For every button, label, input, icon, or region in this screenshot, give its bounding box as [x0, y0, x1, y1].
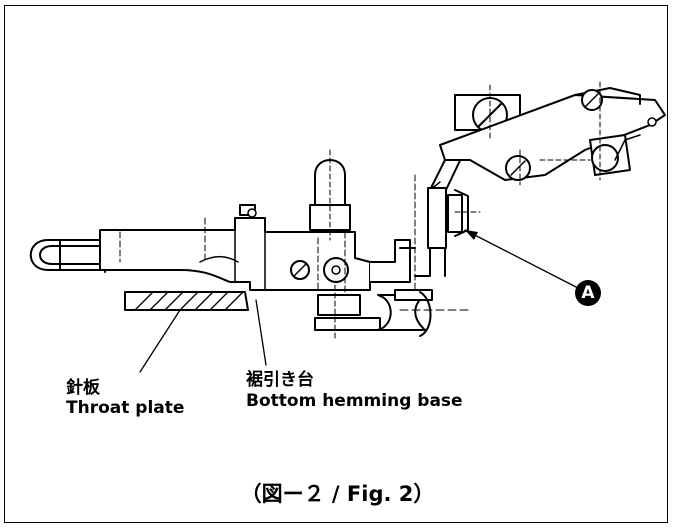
- hemming-base-label-jp: 裾引き台: [246, 370, 314, 390]
- roller-part: [314, 284, 471, 341]
- leader-lines: [139, 229, 579, 373]
- throat-plate-label-en: Throat plate: [66, 398, 185, 418]
- figure-caption: （図ー２ / Fig. 2）: [240, 482, 435, 506]
- hemming-base-label-en: Bottom hemming base: [246, 391, 463, 411]
- adjust-screw-part: [447, 189, 481, 237]
- hemming-base-leader: [255, 299, 267, 366]
- throat-plate-label-jp: 針板: [66, 378, 100, 398]
- upper-plate-part: [439, 81, 666, 186]
- callout-a-badge: A: [575, 280, 601, 306]
- figure-frame: [4, 5, 668, 523]
- callout-a-arrowhead: [465, 230, 478, 240]
- throat-plate-part: [124, 291, 249, 311]
- callout-a-leader: [464, 229, 579, 289]
- dome-screw-part: [309, 149, 351, 241]
- hemming-base-part: [99, 204, 371, 293]
- throat-plate-leader: [139, 309, 181, 373]
